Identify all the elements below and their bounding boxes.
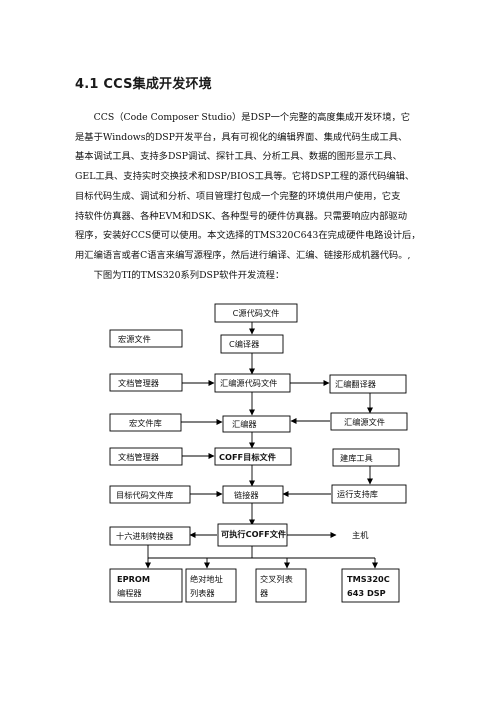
- node-label: 宏文件库: [129, 418, 162, 428]
- node-object-library: 目标代码文件库: [109, 485, 191, 504]
- node-label: 汇编源代码文件: [220, 378, 277, 388]
- intro-paragraph: CCS（Code Composer Studio）是DSP一个完整的高度集成开发…: [75, 108, 421, 285]
- node-archiver-1: 文档管理器: [109, 373, 183, 392]
- host-label: 主机: [352, 530, 369, 540]
- node-executable-coff: 可执行COFF文件: [217, 523, 288, 547]
- node-eprom-programmer: EPROM 编程器: [109, 568, 183, 603]
- node-label: 文档管理器: [118, 452, 159, 462]
- node-asm-source-file: 汇编源文件: [330, 412, 408, 431]
- node-label: 文档管理器: [118, 378, 159, 388]
- node-label: C源代码文件: [233, 308, 280, 318]
- paragraph-line: 基本调试工具、支持多DSP调试、探针工具、分析工具、数据的图形显示工具、: [75, 151, 402, 163]
- node-asm-translator: 汇编翻译器: [329, 374, 407, 394]
- paragraph-line: 程序，安装好CCS便可以使用。本文选择的TMS320C643在完成硬件电路设计后…: [75, 230, 421, 242]
- node-label: 器: [260, 588, 268, 598]
- node-runtime-library: 运行支持库: [331, 484, 407, 504]
- node-label: 编程器: [117, 588, 142, 598]
- section-heading: 4.1 CCS集成开发环境: [75, 77, 212, 92]
- figure-caption: 下图为TI的TMS320系列DSP软件开发流程：: [93, 269, 285, 281]
- node-coff-object: COFF目标文件: [214, 447, 292, 466]
- node-label: 汇编翻译器: [335, 379, 376, 389]
- paragraph-line: GEL工具、支持实时交换技术和DSP/BIOS工具等。它将DSP工程的源代码编辑…: [75, 171, 415, 183]
- node-label: 汇编源文件: [344, 417, 385, 427]
- node-label: TMS320C: [347, 574, 390, 584]
- node-assembler: 汇编器: [222, 415, 291, 433]
- node-cross-ref-lister: 交叉列表 器: [255, 568, 307, 603]
- node-label: C编译器: [229, 339, 259, 349]
- node-asm-source: 汇编源代码文件: [214, 373, 291, 393]
- node-label: 列表器: [190, 588, 215, 598]
- node-label: 十六进制转换器: [116, 531, 173, 541]
- paragraph-line: CCS（Code Composer Studio）是DSP一个完整的高度集成开发…: [93, 112, 411, 123]
- paragraph-line: 持软件仿真器、各种EVM和DSK、各种型号的硬件仿真器。只需要响应内部驱动: [75, 210, 407, 222]
- paragraph-line: 目标代码生成、调试和分析、项目管理打包成一个完整的环境供用户使用，它支: [75, 190, 401, 202]
- node-label: 汇编器: [232, 419, 257, 429]
- node-label: EPROM: [117, 574, 150, 584]
- node-macro-library: 宏文件库: [109, 413, 182, 432]
- node-c-source: C源代码文件: [214, 303, 298, 323]
- node-label: 建库工具: [340, 453, 373, 463]
- node-library-builder: 建库工具: [332, 448, 400, 467]
- connector-hex-bus: [147, 545, 160, 559]
- node-archiver-2: 文档管理器: [109, 447, 183, 466]
- node-label: COFF目标文件: [219, 452, 276, 462]
- flow-connectors: [145, 322, 378, 569]
- node-label: 可执行COFF文件: [221, 529, 286, 539]
- node-c-compiler: C编译器: [220, 334, 284, 354]
- node-label: 交叉列表: [260, 574, 293, 584]
- node-label: 目标代码文件库: [116, 490, 173, 500]
- paragraph-line: 用汇编语言或者C语言来编写源程序，然后进行编译、汇编、链接形成机器代码。,: [75, 249, 411, 261]
- node-label: 绝对地址: [190, 574, 223, 584]
- node-tms320c643-dsp: TMS320C 643 DSP: [341, 568, 400, 603]
- node-hex-converter: 十六进制转换器: [109, 526, 191, 546]
- node-label: 运行支持库: [337, 489, 378, 499]
- node-label: 链接器: [234, 490, 259, 500]
- paragraph-line: 是基于Windows的DSP开发平台，具有可视化的编辑界面、集成代码生成工具、: [75, 131, 408, 143]
- node-linker: 链接器: [222, 485, 284, 504]
- node-macro-source: 宏源文件: [109, 329, 183, 348]
- node-label: 643 DSP: [347, 588, 386, 598]
- node-label: 宏源文件: [118, 334, 151, 344]
- node-absolute-lister: 绝对地址 列表器: [185, 568, 237, 603]
